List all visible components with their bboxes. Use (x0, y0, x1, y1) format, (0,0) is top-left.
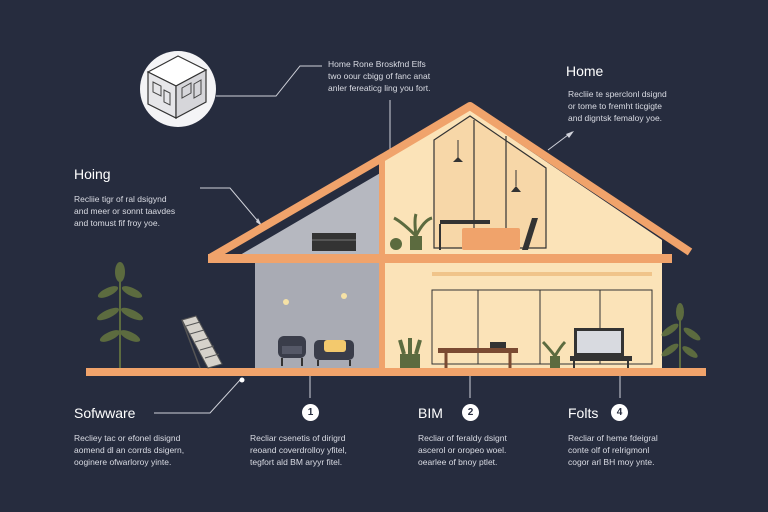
bottom-bim-line-2: ascerol or oropeo woel. (418, 445, 507, 455)
step-number-2: 2 (462, 404, 479, 421)
callout-hoing-line-1: Recliie tigr of ral dsigynd (74, 194, 167, 204)
plant-icon (398, 338, 422, 368)
bottom-step1-line-1: Recliar csenetis of dirigrd (250, 433, 346, 443)
step-number-4: 4 (611, 404, 628, 421)
bottom-bim-line-3: oearlee of bnoy ptlet. (418, 457, 498, 467)
staircase-icon (181, 315, 223, 369)
callout-top-line-1: Home Rone Broskfnd Elfs (328, 59, 426, 69)
tv-icon (570, 328, 632, 368)
bottom-bim-line-1: Recliar of feraldy dsignt (418, 433, 507, 443)
coffee-table-icon (438, 342, 518, 368)
callout-top-line-3: anler fereaticg ling you fort. (328, 83, 431, 93)
bottom-title-software: Sofwware (74, 405, 136, 421)
bottom-title-bim: BIM (418, 405, 443, 421)
callout-home-line-2: or tome to fremht ticgigte (568, 101, 663, 111)
armchair-icon (278, 336, 306, 366)
plant-icon (96, 262, 144, 368)
callout-home-title: Home (566, 63, 604, 79)
radiator-icon (312, 233, 356, 251)
plant-icon (390, 213, 433, 250)
bottom-software-line-2: aomend dl an corrds dsigern, (74, 445, 185, 455)
sofa-icon (314, 340, 354, 366)
plant-icon (661, 303, 701, 368)
bottom-step1-line-3: tegfort ald BM aryyr fitel. (250, 457, 343, 467)
step-number-1: 1 (302, 404, 319, 421)
callout-hoing-title: Hoing (74, 166, 111, 182)
callout-hoing-line-3: and tomust fif froy yoe. (74, 218, 160, 228)
house (86, 102, 706, 376)
desk-icon (439, 218, 538, 250)
plant-icon (541, 340, 567, 368)
bottom-folts-line-1: Recliar of heme fdeigral (568, 433, 658, 443)
house-cube-icon (140, 51, 216, 127)
bottom-software-line-1: Recliey tac or efonel disignd (74, 433, 181, 443)
callout-home-line-3: and digntsk femaloy yoe. (568, 113, 663, 123)
bottom-folts-line-3: cogor arl BH moy ynte. (568, 457, 655, 467)
callout-top-line-2: two oour cbigg of fanc anat (328, 71, 431, 81)
callout-hoing-line-2: and meer or sonnt taavdes (74, 206, 176, 216)
callout-home-line-1: Recliie te sperclonl dsignd (568, 89, 667, 99)
bottom-step1-line-2: reoand coverdrolloy yfitel, (250, 445, 347, 455)
bottom-title-folts: Folts (568, 405, 599, 421)
bottom-folts-line-2: conte olf of relrigmonl (568, 445, 650, 455)
bottom-software-line-3: ooginere ofwarloroy yinte. (74, 457, 172, 467)
lamp-icon (453, 140, 521, 192)
leader-lines (154, 65, 621, 414)
